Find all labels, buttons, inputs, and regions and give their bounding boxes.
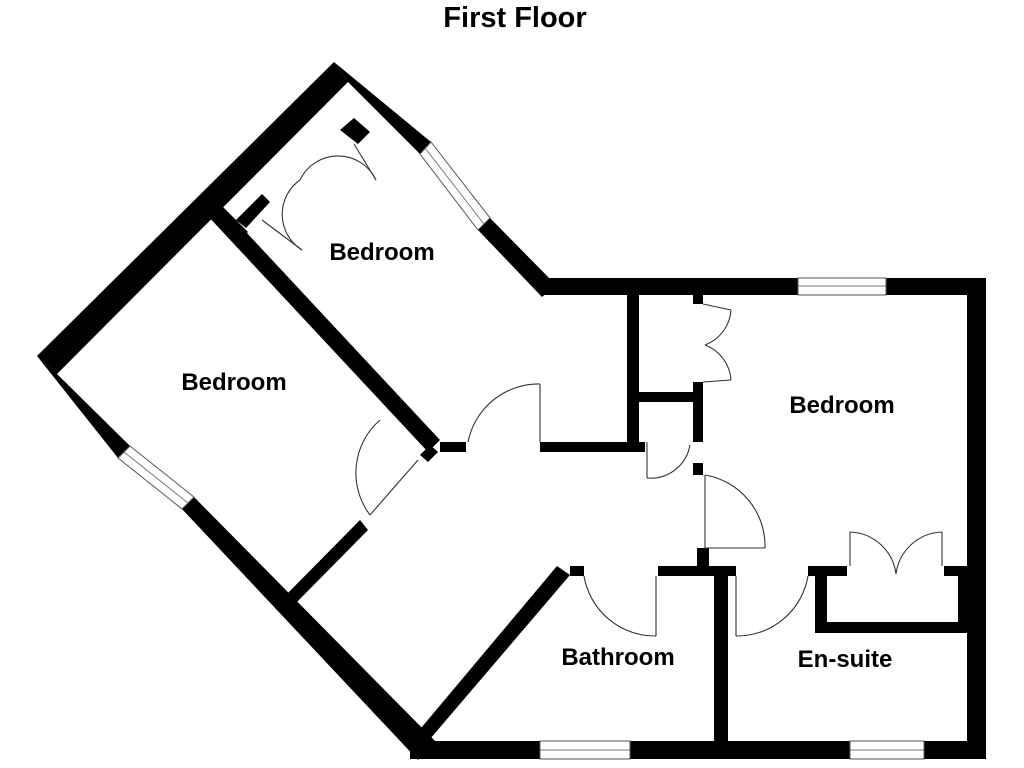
door-top-cupboard [261, 143, 377, 251]
windows [117, 141, 925, 760]
door-wardrobe [849, 531, 943, 575]
door-right-bedroom [704, 474, 766, 549]
floor-plan-title: First Floor [443, 2, 587, 34]
door-top-bedroom [467, 383, 541, 443]
room-label-right-bedroom: Bedroom [789, 392, 894, 419]
room-label-ensuite: En-suite [798, 646, 893, 673]
doors [261, 143, 943, 637]
door-ensuite [735, 575, 809, 637]
door-left-bedroom [355, 419, 419, 516]
internal-walls [206, 118, 968, 746]
room-label-bathroom: Bathroom [561, 644, 674, 671]
window-left-bedroom [117, 445, 195, 510]
window-top-bedroom [419, 141, 491, 231]
outer-walls [37, 62, 986, 760]
door-hall-cupboard [646, 442, 691, 479]
window-right-bedroom [797, 277, 887, 296]
door-closet-double [702, 303, 732, 383]
door-bathroom [583, 575, 657, 637]
room-label-top-bedroom: Bedroom [329, 239, 434, 266]
window-ensuite [849, 740, 925, 760]
window-bathroom [539, 740, 631, 760]
room-label-left-bedroom: Bedroom [181, 369, 286, 396]
